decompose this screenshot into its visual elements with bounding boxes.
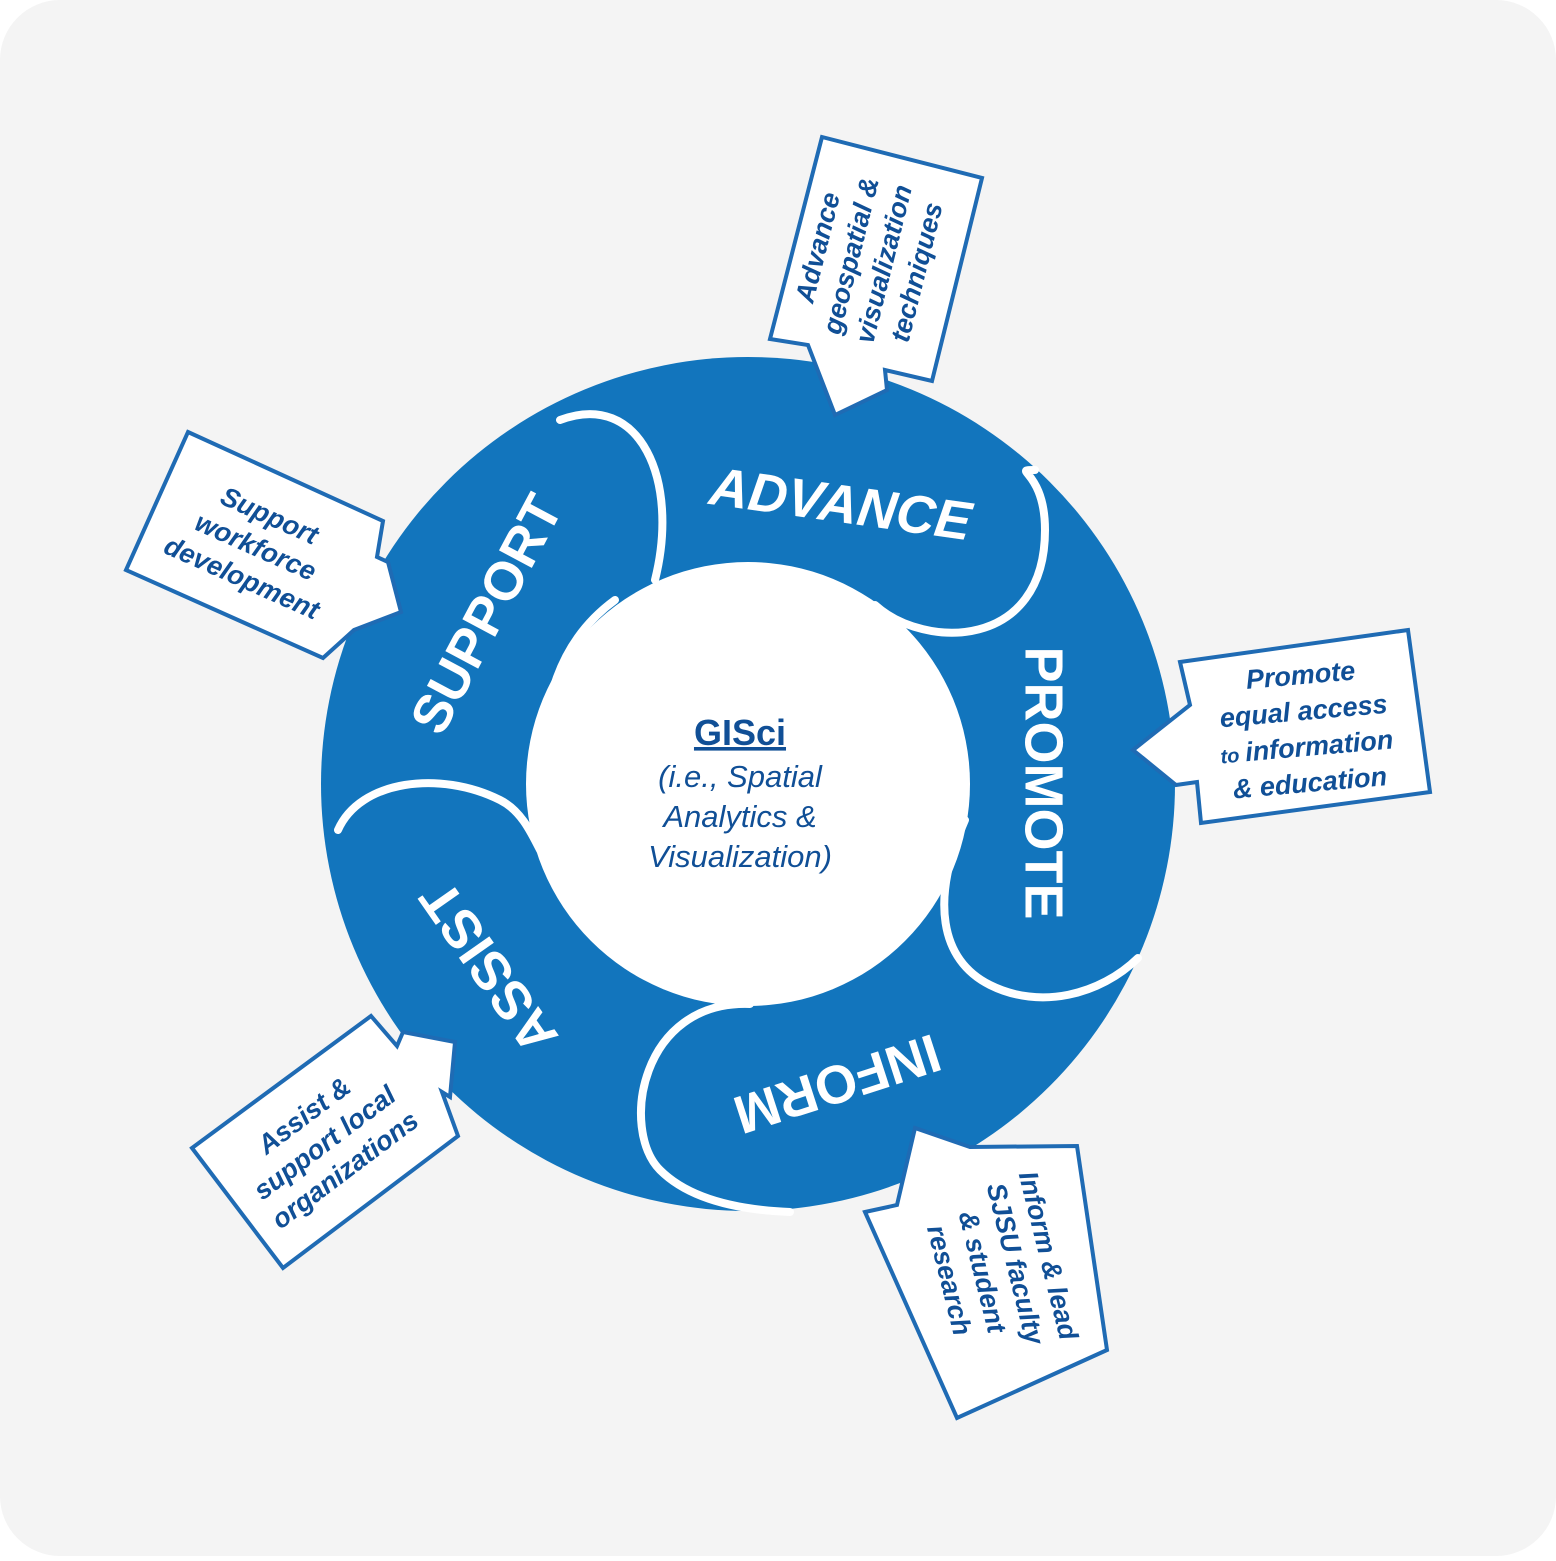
center-circle — [526, 562, 970, 1006]
petal-outline-advance — [556, 410, 1050, 637]
callout-inform: Inform & lead SJSU faculty & student res… — [862, 1125, 1110, 1421]
callout-assist-shape — [189, 1013, 461, 1271]
segment-label-promote: PROMOTE — [1014, 646, 1074, 919]
petal-outline-inform — [637, 999, 794, 1216]
callout-inform-shape — [862, 1125, 1110, 1421]
callout-advance-shape — [767, 134, 985, 418]
center-subtitle-line-1: (i.e., Spatial — [658, 759, 823, 794]
center-subtitle-line-3: Visualization) — [648, 839, 832, 874]
callout-assist: Assist & support local organizations — [189, 1013, 461, 1271]
callout-support-shape — [123, 429, 404, 661]
petal-outline-assist — [334, 779, 544, 854]
callout-promote-shape — [1129, 627, 1433, 826]
center-subtitle-line-2: Analytics & — [661, 799, 816, 834]
callout-advance: Advance geospatial & visualization techn… — [767, 134, 985, 418]
petal-outline-promote — [940, 816, 1142, 1002]
center-title: GISci — [694, 712, 786, 753]
callout-support: Support workforce development — [123, 429, 404, 661]
callout-promote-line-3-small: to — [1220, 745, 1241, 769]
